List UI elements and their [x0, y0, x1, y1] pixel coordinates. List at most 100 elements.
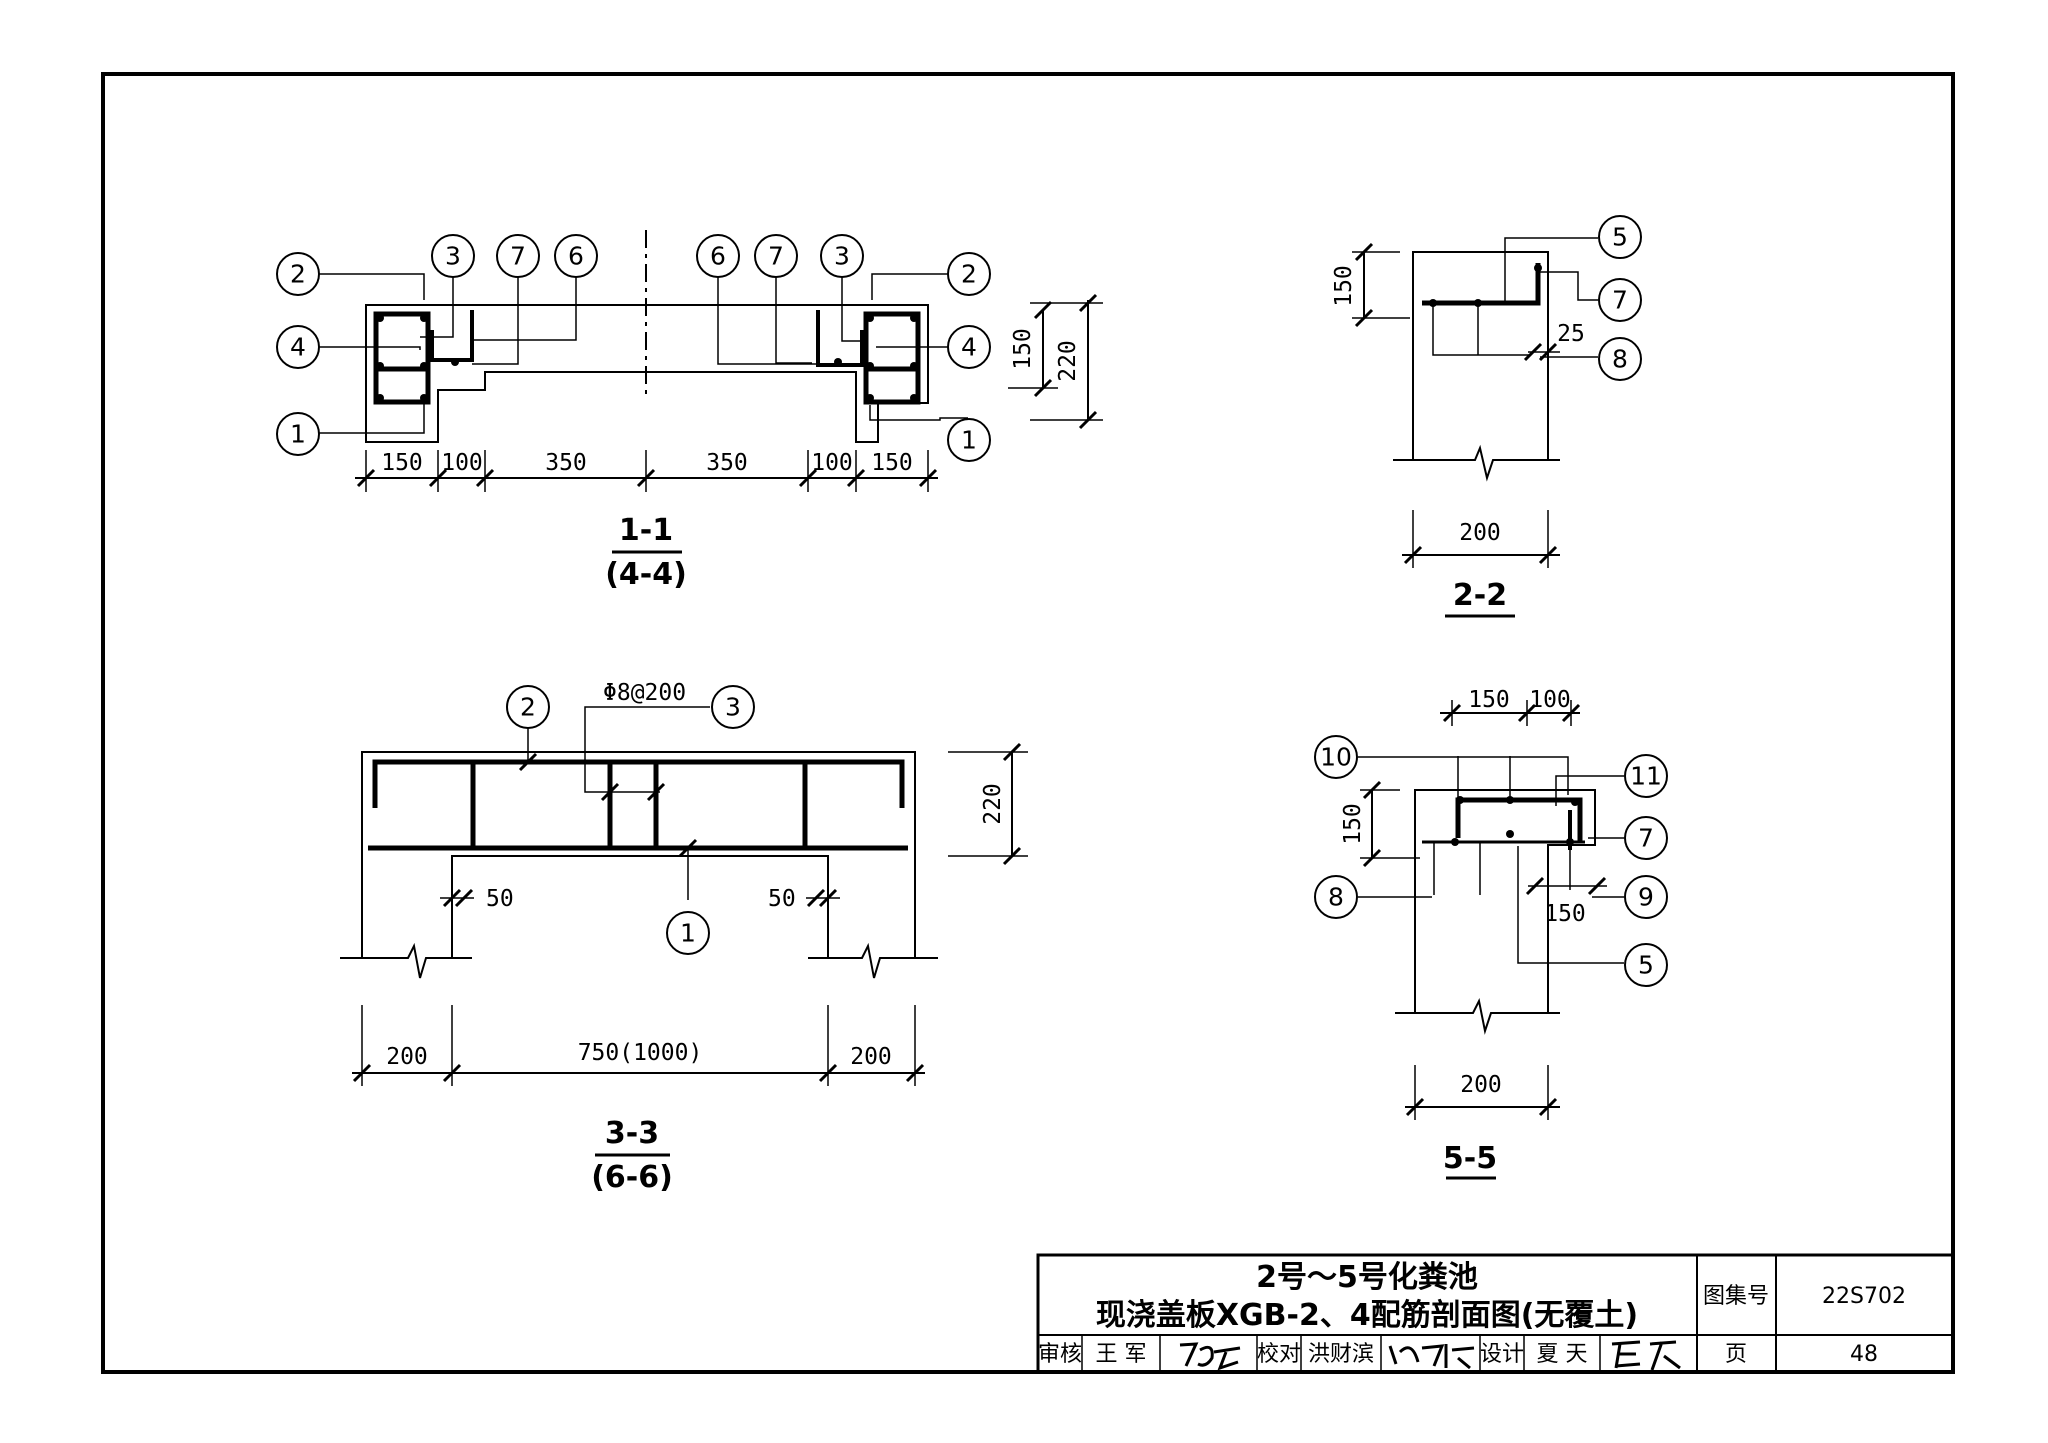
- section-3-3-subtitle: (6-6): [591, 1160, 673, 1195]
- marker-3-s11-left: 3: [445, 242, 461, 271]
- atlas-number: 22S702: [1822, 1284, 1906, 1309]
- check-label: 校对: [1257, 1342, 1301, 1367]
- section-5-5-dim-150-left: 150: [1340, 803, 1366, 845]
- section-5-5-outline: [1414, 789, 1596, 1013]
- section-5-5-rebar-dots: [1451, 796, 1579, 846]
- section-3-3-top-bar: [372, 759, 905, 808]
- marker-2-s11-left: 2: [290, 260, 306, 289]
- page-label: 页: [1725, 1342, 1747, 1367]
- marker-9-s55: 9: [1638, 883, 1654, 912]
- section-1-1: [318, 230, 1103, 492]
- section-3-3-title: 3-3: [605, 1116, 659, 1151]
- signature-designer: [1611, 1340, 1681, 1371]
- section-3-3-dim-200-left: 200: [386, 1044, 428, 1070]
- section-1-1-outline: [365, 304, 929, 443]
- checker-name: 洪财滨: [1308, 1342, 1374, 1367]
- right-stirrup-bottom: [863, 366, 921, 405]
- section-3-3-leaders: [527, 706, 710, 900]
- section-3-3-dim-220: 220: [980, 783, 1006, 825]
- marker-7-s22: 7: [1612, 286, 1628, 315]
- section-3-3-stirrup-legs: [470, 762, 808, 848]
- section-2-2-break-line: [1393, 444, 1560, 482]
- left-stirrup-bottom: [373, 366, 431, 405]
- section-1-1-rebar-dots: [376, 314, 918, 402]
- callout-markers: [276, 215, 1668, 987]
- section-5-5-dim-150-inner: 150: [1544, 901, 1586, 927]
- section-5-5-leaders: [1358, 756, 1624, 964]
- marker-1-s11-right: 1: [961, 426, 977, 455]
- section-5-5-top-bar: [1455, 797, 1583, 842]
- title-block-title-line2: 现浇盖板XGB-2、4配筋剖面图(无覆土): [1096, 1298, 1638, 1333]
- page-number: 48: [1850, 1342, 1878, 1367]
- dim-350-left: 350: [545, 450, 587, 476]
- section-3-3: [340, 706, 1028, 1086]
- callout-marker-labels: 2 4 1 3 7 6 6 7 3 2 4 1 5 7 8 2 3 1 10 1…: [290, 223, 1662, 980]
- marker-11-s55: 11: [1630, 762, 1662, 791]
- section-2-2: [1352, 237, 1598, 568]
- marker-3-s11-right: 3: [834, 242, 850, 271]
- marker-1-s33: 1: [680, 919, 696, 948]
- dim-350-right: 350: [706, 450, 748, 476]
- section-2-2-outline: [1412, 251, 1549, 460]
- signature-reviewer: [1179, 1342, 1241, 1371]
- marker-2-s11-right: 2: [961, 260, 977, 289]
- dim-150-right: 150: [871, 450, 913, 476]
- section-3-3-dim-50-left: 50: [486, 886, 514, 912]
- marker-4-s11-right: 4: [961, 333, 977, 362]
- marker-8-s55: 8: [1328, 883, 1344, 912]
- title-block: [1036, 1253, 1955, 1374]
- dim-150-left: 150: [381, 450, 423, 476]
- section-2-2-dim-25: 25: [1557, 321, 1585, 347]
- section-2-2-dim-150: 150: [1331, 265, 1357, 307]
- section-1-1-dim-labels: 150 100 350 350 100 150 150 220: [381, 328, 1081, 476]
- marker-1-s11-left: 1: [290, 420, 306, 449]
- marker-7-s55: 7: [1638, 824, 1654, 853]
- section-3-3-dim-750: 750(1000): [578, 1040, 703, 1066]
- reviewer-name: 王 军: [1096, 1342, 1147, 1367]
- section-5-5-break-line: [1395, 997, 1560, 1035]
- marker-10-s55: 10: [1320, 743, 1352, 772]
- section-5-5-dim-100-top: 100: [1529, 687, 1571, 713]
- section-3-3-outline: [361, 751, 916, 958]
- review-label: 审核: [1038, 1342, 1082, 1367]
- marker-7-s11-left: 7: [510, 242, 526, 271]
- section-3-3-break-left: [340, 942, 472, 979]
- section-3-3-break-right: [808, 942, 938, 979]
- section-5-5-dim-150-top: 150: [1468, 687, 1510, 713]
- section-2-2-leaders: [1504, 237, 1598, 358]
- design-label: 设计: [1480, 1342, 1524, 1367]
- title-block-title-line1: 2号～5号化粪池: [1256, 1260, 1478, 1295]
- signature-checker: [1388, 1344, 1475, 1370]
- section-1-1-subtitle: (4-4): [605, 557, 687, 592]
- section-2-2-rebar-wall: [1432, 303, 1530, 356]
- right-bent-bar: [816, 310, 864, 367]
- marker-5-s55: 5: [1638, 951, 1654, 980]
- marker-5-s22: 5: [1612, 223, 1628, 252]
- section-1-1-dim-ext-right: [1008, 302, 1103, 421]
- section-3-3-dim-50-right: 50: [768, 886, 796, 912]
- dim-100-right: 100: [811, 450, 853, 476]
- section-1-1-title: 1-1: [619, 513, 673, 548]
- section-2-2-dim-200: 200: [1459, 520, 1501, 546]
- section-2-2-rebar-dots: [1429, 264, 1542, 307]
- section-1-1-leaders: [318, 273, 968, 434]
- left-bent-bar: [430, 310, 474, 362]
- marker-2-s33: 2: [520, 693, 536, 722]
- sheet-border: [101, 72, 1955, 1374]
- marker-6-s11-right: 6: [710, 242, 726, 271]
- left-stirrup-top: [373, 311, 431, 372]
- section-2-2-rebar-slab: [1422, 263, 1541, 306]
- dim-220-vertical: 220: [1055, 340, 1081, 382]
- section-5-5: [1358, 700, 1624, 1120]
- marker-4-s11-left: 4: [290, 333, 306, 362]
- section-3-3-dim-200-right: 200: [850, 1044, 892, 1070]
- atlas-label: 图集号: [1703, 1284, 1769, 1309]
- dim-100-left: 100: [441, 450, 483, 476]
- marker-7-s11-right: 7: [768, 242, 784, 271]
- section-5-5-dim-200: 200: [1460, 1072, 1502, 1098]
- section-3-3-rebar-spec: Φ8@200: [603, 680, 686, 706]
- marker-6-s11-left: 6: [568, 242, 584, 271]
- marker-3-s33: 3: [725, 693, 741, 722]
- section-1-1-dim-ext: [365, 450, 929, 492]
